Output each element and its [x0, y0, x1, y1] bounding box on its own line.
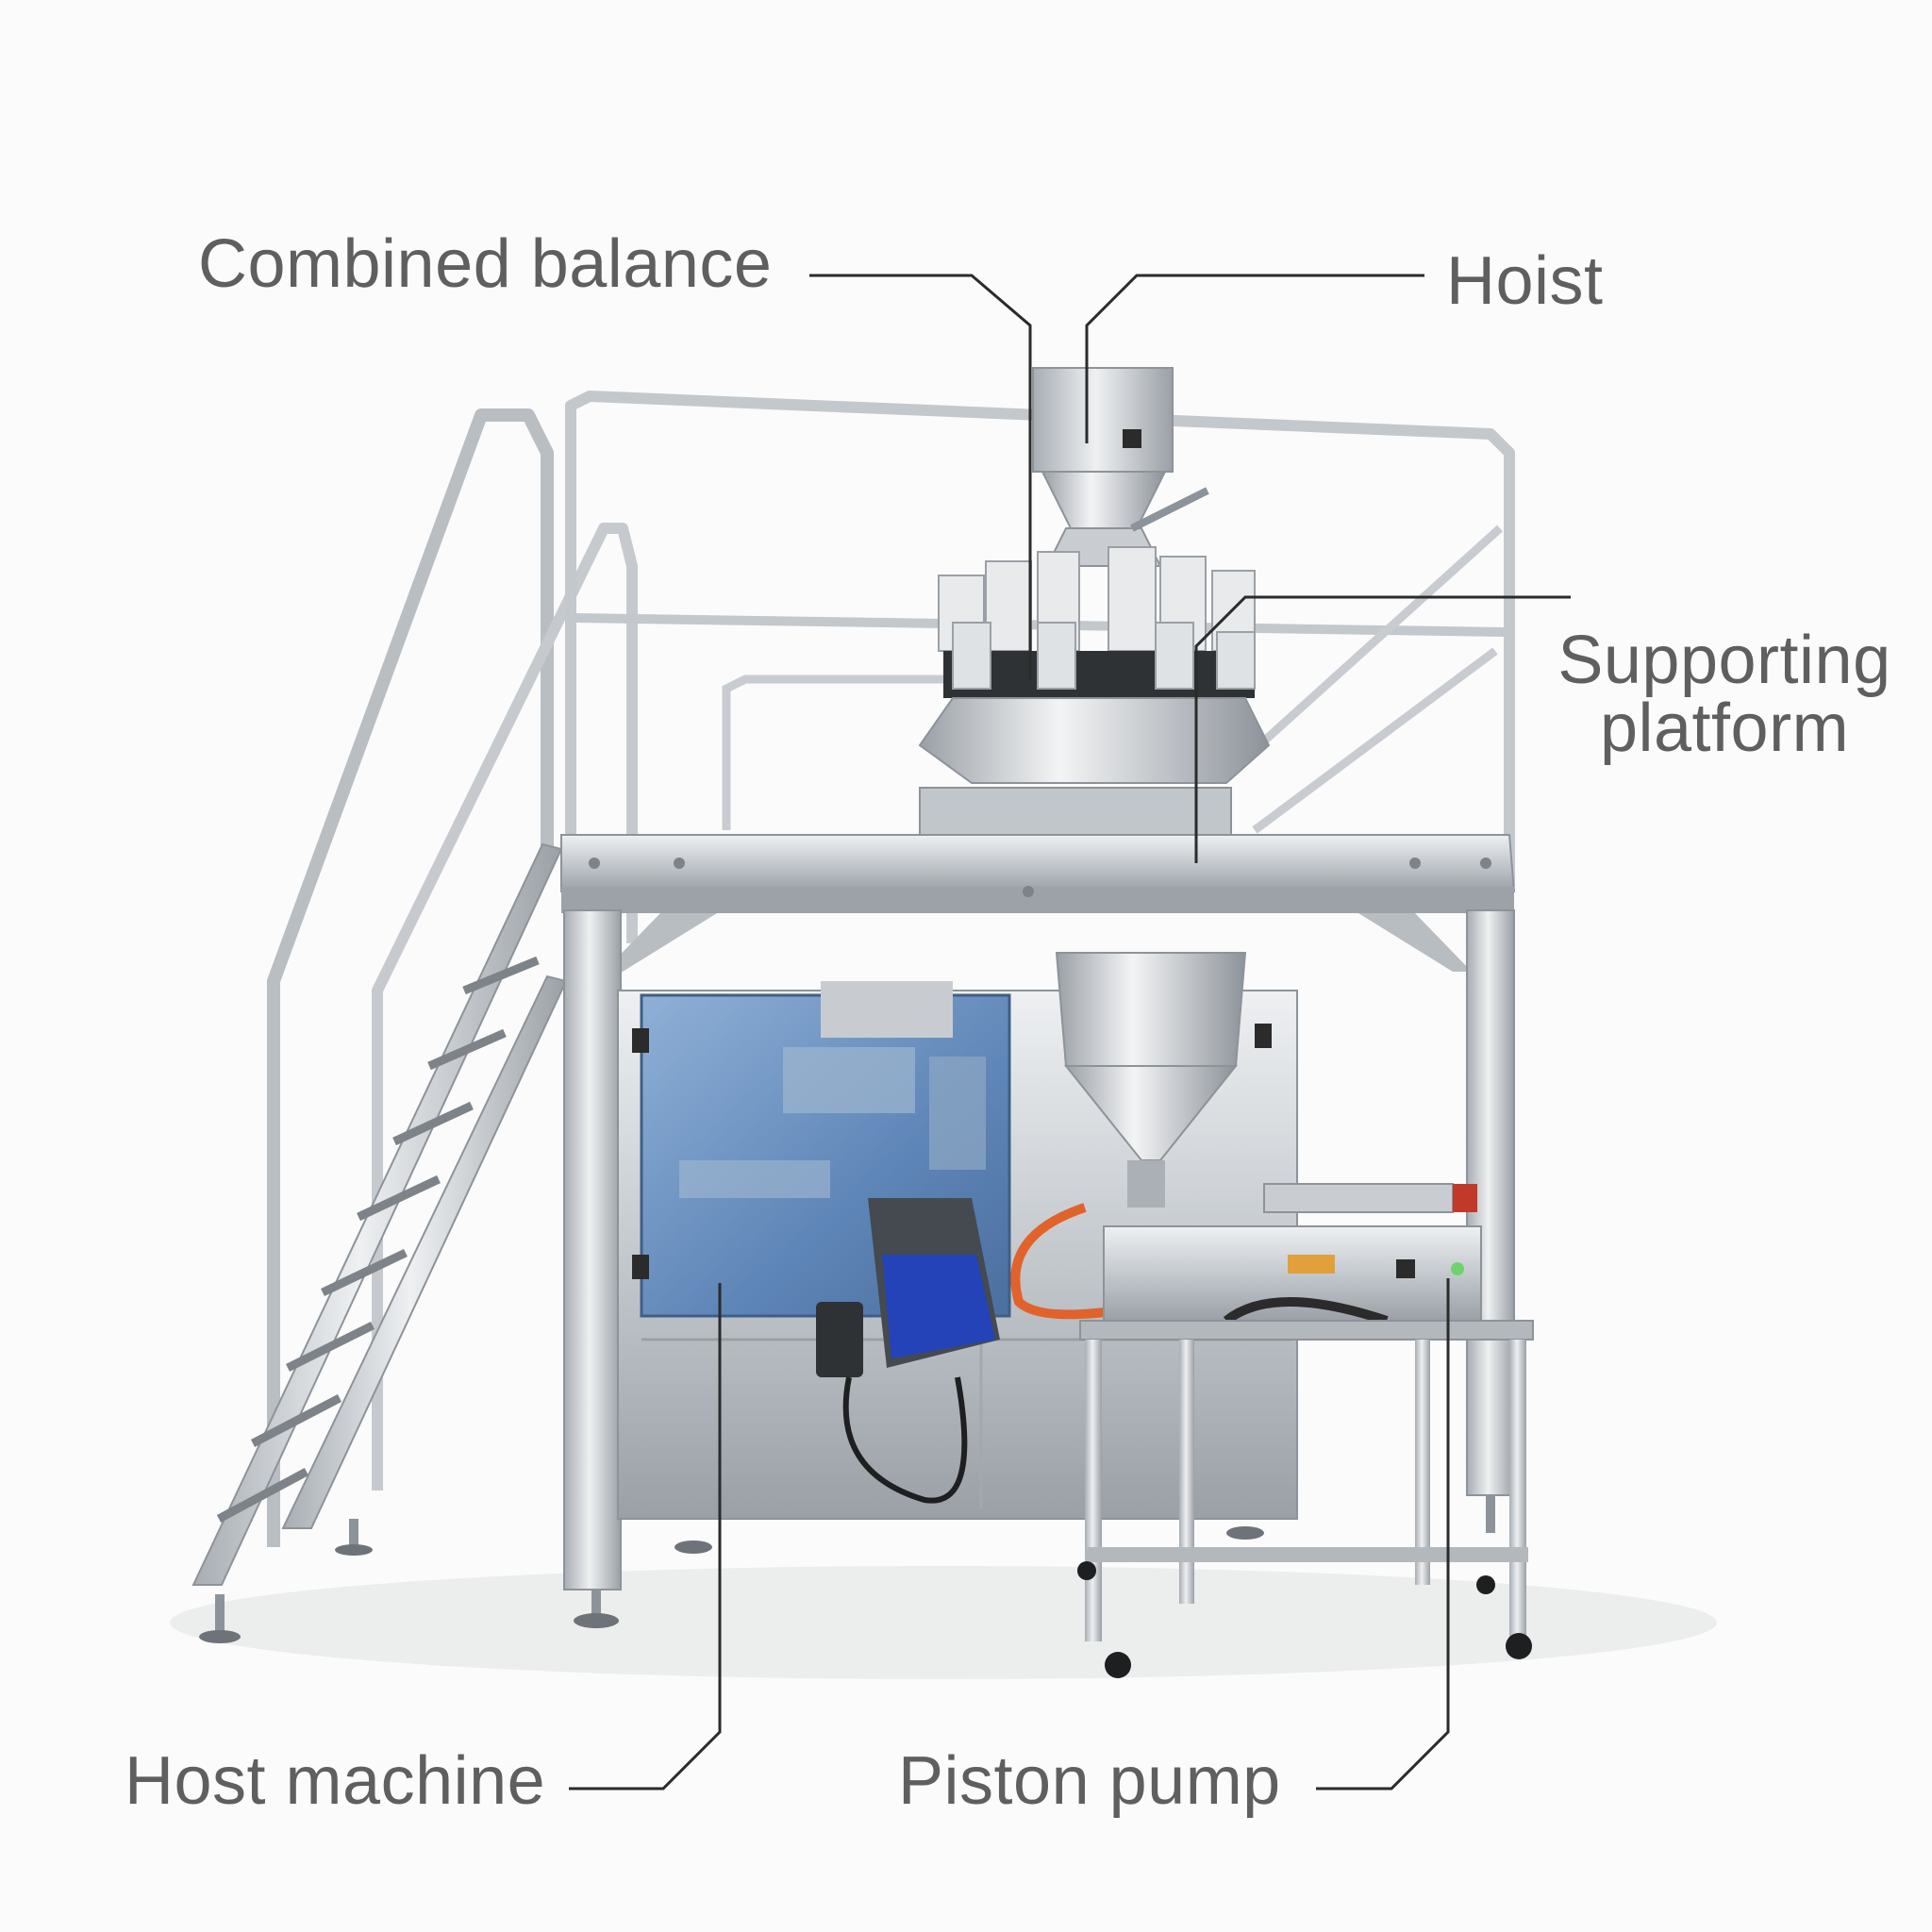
label-supporting-platform-line2: platform — [1599, 691, 1850, 766]
leader-piston-pump — [1316, 1278, 1450, 1790]
leader-host-machine — [569, 1283, 722, 1790]
leader-hoist — [1085, 274, 1424, 443]
label-piston-pump: Piston pump — [898, 1743, 1281, 1819]
label-supporting-platform: Supporting platform — [1536, 626, 1913, 762]
leader-lines — [569, 274, 1571, 1790]
floor-shadow — [170, 1566, 1717, 1679]
piston-pump-unit — [1010, 952, 1534, 1678]
hoist-unit — [1032, 367, 1174, 529]
label-host-machine: Host machine — [125, 1743, 546, 1819]
platform-frame — [560, 391, 1516, 1628]
label-hoist: Hoist — [1446, 243, 1604, 319]
combined-balance-unit — [918, 487, 1271, 836]
label-supporting-platform-line1: Supporting — [1557, 623, 1891, 698]
leader-combined-balance — [809, 274, 1032, 679]
leader-supporting-platform — [1194, 595, 1571, 863]
label-combined-balance: Combined balance — [198, 226, 773, 302]
